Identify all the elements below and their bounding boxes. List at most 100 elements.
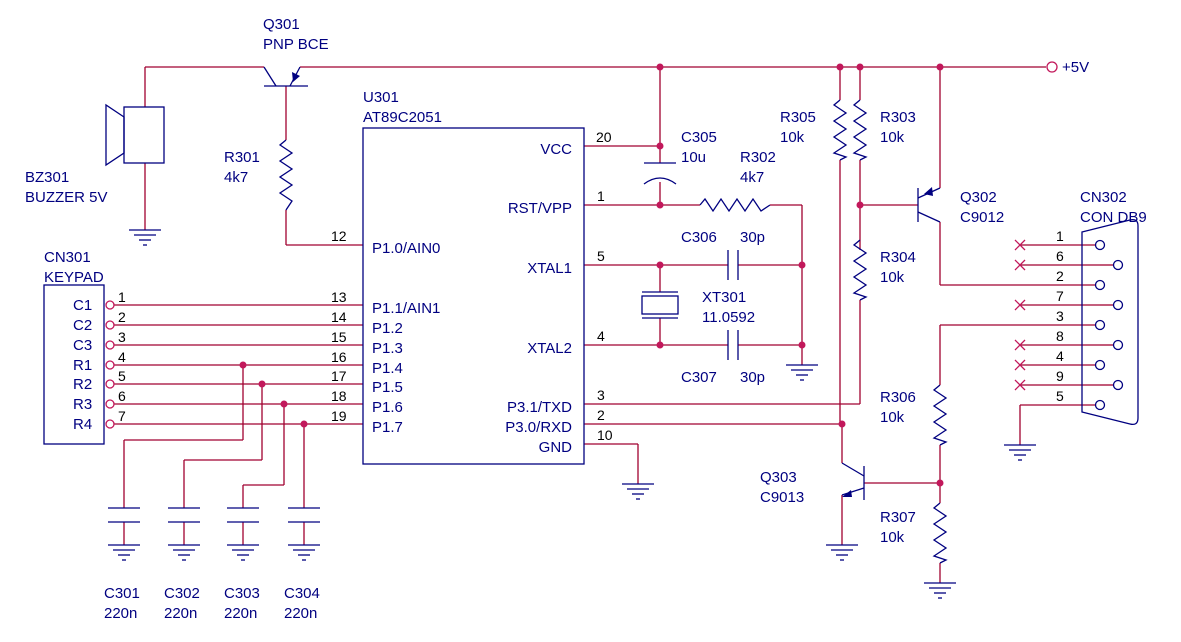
db9-pin-5: 5 <box>1056 388 1106 411</box>
c307-ref: C307 <box>681 369 717 386</box>
pin-p14-name: P1.4 <box>372 360 403 377</box>
r306-resistor: R306 10k <box>880 384 948 446</box>
db9-pin-num: 1 <box>1056 228 1064 244</box>
r303-resistor: R303 10k <box>852 99 916 161</box>
xt301-ref: XT301 <box>702 289 746 306</box>
c303-value: 220n <box>224 605 257 622</box>
r303-ref: R303 <box>880 109 916 126</box>
pin-p12-name: P1.2 <box>372 320 403 337</box>
r301-resistor: R301 4k7 <box>224 139 294 211</box>
db9-pin-socket <box>1094 359 1106 371</box>
pin-rst-num: 1 <box>597 188 605 204</box>
keypad-pin-c3: C3 3 <box>73 329 126 354</box>
db9-pin-num: 8 <box>1056 328 1064 344</box>
q302-value: C9012 <box>960 209 1004 226</box>
q301-transistor: Q301 PNP BCE <box>263 16 329 87</box>
pin-txd-name: P3.1/TXD <box>507 399 572 416</box>
r304-ref: R304 <box>880 249 916 266</box>
r301-value: 4k7 <box>224 169 248 186</box>
c306-value: 30p <box>740 229 765 246</box>
keypad-pin-num: 3 <box>118 329 126 345</box>
db9-pin-socket <box>1094 399 1106 411</box>
c303-ref: C303 <box>224 585 260 602</box>
xt301-value: 11.0592 <box>702 309 755 326</box>
r302-ref: R302 <box>740 149 776 166</box>
pin-p11-name: P1.1/AIN1 <box>372 300 440 317</box>
db9-pin-socket <box>1112 259 1124 271</box>
r301-ref: R301 <box>224 149 260 166</box>
q301-ref: Q301 <box>263 16 300 33</box>
r305-resistor: R305 10k <box>780 99 848 161</box>
cn302-ref: CN302 <box>1080 189 1127 206</box>
pin-rst-name: RST/VPP <box>508 200 572 217</box>
keypad-pin-r3: R3 6 <box>73 388 126 413</box>
pin-xtal2-num: 4 <box>597 328 605 344</box>
keypad-pin-c2: C2 2 <box>73 309 126 334</box>
pin-p14-num: 16 <box>331 349 347 365</box>
junction-dots <box>239 63 944 487</box>
db9-pin-4: 4 <box>1056 348 1106 371</box>
ground-symbol <box>129 229 161 246</box>
ground-symbols <box>108 229 1036 599</box>
db9-pin-num: 9 <box>1056 368 1064 384</box>
pin-rxd-num: 2 <box>597 407 605 423</box>
c307-value: 30p <box>740 369 765 386</box>
keypad-pin-num: 5 <box>118 368 126 384</box>
c302-value: 220n <box>164 605 197 622</box>
r305-ref: R305 <box>780 109 816 126</box>
ground-symbol <box>786 364 818 381</box>
db9-pin-num: 2 <box>1056 268 1064 284</box>
keypad-pin-terminal <box>105 379 115 389</box>
pin-vcc-name: VCC <box>540 141 572 158</box>
c305-capacitor: C305 10u <box>643 129 717 185</box>
pin-p13-name: P1.3 <box>372 340 403 357</box>
keypad-pin-num: 7 <box>118 408 126 424</box>
ground-symbol <box>168 544 200 561</box>
db9-pin-7: 7 <box>1056 288 1124 311</box>
ground-symbol <box>227 544 259 561</box>
c307-capacitor: C307 30p <box>681 330 765 386</box>
r302-resistor: R302 4k7 <box>699 149 776 213</box>
u301-value: AT89C2051 <box>363 109 442 126</box>
c306-ref: C306 <box>681 229 717 246</box>
c301-value: 220n <box>104 605 137 622</box>
pin-p11-num: 13 <box>331 289 347 305</box>
keypad-pin-name: C3 <box>73 337 92 354</box>
db9-pin-num: 4 <box>1056 348 1064 364</box>
pin-xtal1-num: 5 <box>597 248 605 264</box>
keypad-pin-terminal <box>105 300 115 310</box>
c303-capacitor: C303 220n <box>224 507 260 622</box>
keypad-pin-terminal <box>105 340 115 350</box>
ground-symbol <box>924 582 956 599</box>
c304-ref: C304 <box>284 585 320 602</box>
r307-value: 10k <box>880 529 905 546</box>
r304-resistor: R304 10k <box>852 239 916 301</box>
bz301-value: BUZZER 5V <box>25 189 108 206</box>
c305-ref: C305 <box>681 129 717 146</box>
keypad-pin-name: C2 <box>73 317 92 334</box>
cn301-value: KEYPAD <box>44 269 104 286</box>
ground-symbol <box>288 544 320 561</box>
db9-pin-socket <box>1112 379 1124 391</box>
keypad-pin-num: 6 <box>118 388 126 404</box>
c302-capacitor: C302 220n <box>164 507 200 622</box>
cn301-ref: CN301 <box>44 249 91 266</box>
r302-value: 4k7 <box>740 169 764 186</box>
db9-pin-num: 7 <box>1056 288 1064 304</box>
pin-p16-num: 18 <box>331 388 347 404</box>
db9-pin-2: 2 <box>1056 268 1106 291</box>
c304-capacitor: C304 220n <box>284 507 320 622</box>
keypad-pin-name: R3 <box>73 396 92 413</box>
pin-p13-num: 15 <box>331 329 347 345</box>
cn302-value: CON DB9 <box>1080 209 1147 226</box>
c302-ref: C302 <box>164 585 200 602</box>
keypad-pin-num: 2 <box>118 309 126 325</box>
pin-txd-num: 3 <box>597 387 605 403</box>
c306-capacitor: C306 30p <box>681 229 765 280</box>
